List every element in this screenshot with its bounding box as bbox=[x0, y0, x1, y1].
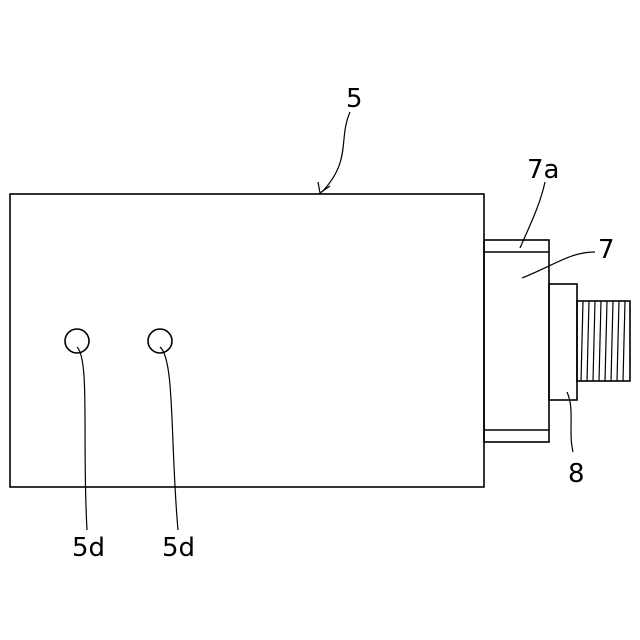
hole-left bbox=[65, 329, 89, 353]
leader-body bbox=[322, 112, 350, 192]
label-hole-left: 5d bbox=[72, 533, 105, 563]
threaded-shaft bbox=[577, 301, 630, 381]
label-hole-right: 5d bbox=[162, 533, 195, 563]
label-nut: 8 bbox=[568, 459, 585, 489]
hole-right bbox=[148, 329, 172, 353]
label-body: 5 bbox=[346, 84, 363, 114]
label-flange: 7a bbox=[527, 155, 559, 185]
leader-holder bbox=[522, 252, 595, 278]
leader-body-arrowhead bbox=[318, 182, 330, 193]
leader-hole-right bbox=[160, 347, 178, 530]
leader-hole-left bbox=[77, 347, 87, 530]
leader-nut bbox=[567, 392, 573, 452]
label-holder: 7 bbox=[598, 235, 615, 265]
nut bbox=[549, 284, 577, 400]
leader-flange bbox=[520, 182, 545, 248]
main-body bbox=[10, 194, 484, 487]
thread-lines bbox=[581, 301, 625, 381]
